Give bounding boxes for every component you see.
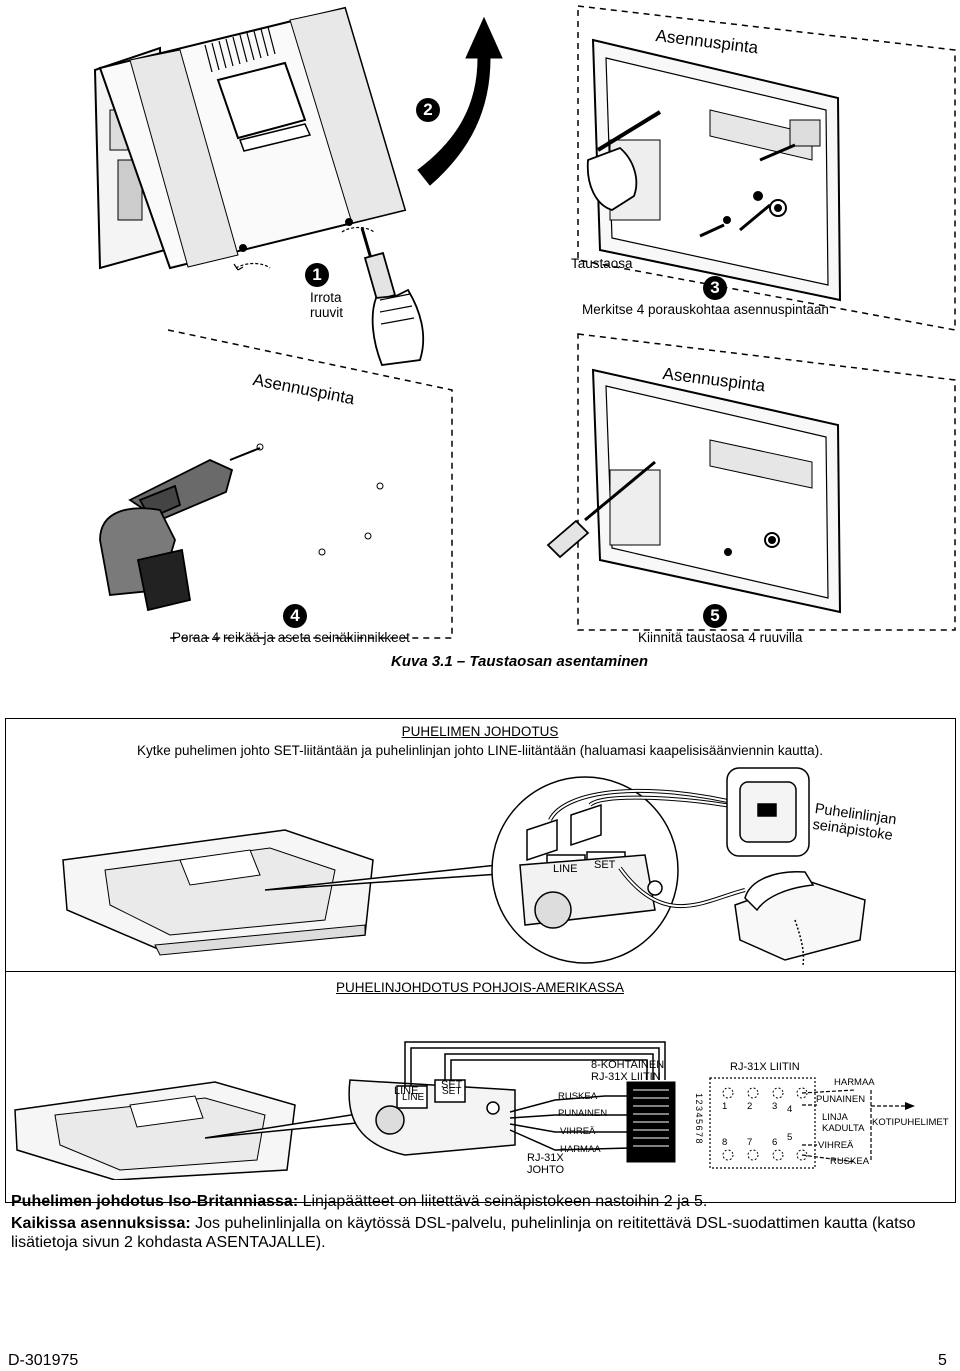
- uk-wiring-note: Puhelimen johdotus Iso-Britanniassa: Lin…: [11, 1192, 951, 1211]
- figure-artwork: [93, 5, 956, 639]
- svg-text:LINE: LINE: [402, 1092, 425, 1103]
- document-code: D-301975: [8, 1352, 79, 1369]
- na-line-label: LINE: [394, 1085, 419, 1097]
- linja-kadulta-label: LINJA KADULTA: [822, 1112, 864, 1134]
- step-3-number: 3: [703, 276, 727, 300]
- jack-pin-8: 8: [722, 1137, 728, 1148]
- right-punainen-label: PUNAINEN: [816, 1094, 866, 1105]
- dsl-note: Kaikissa asennuksissa: Jos puhelinlinjal…: [11, 1214, 951, 1252]
- page-number: 5: [938, 1352, 947, 1369]
- right-vihrea-label: VIHREÄ: [818, 1140, 854, 1151]
- dsl-note-text: Jos puhelinlinjalla on käytössä DSL-palv…: [11, 1215, 916, 1251]
- na-wiring-title: PUHELINJOHDOTUS POHJOIS-AMERIKASSA: [335, 980, 625, 995]
- wiring-instructions: Kytke puhelimen johto SET-liitäntään ja …: [137, 743, 823, 758]
- wiring-title: PUHELIMEN JOHDOTUS: [401, 724, 559, 739]
- step-3-label: Merkitse 4 porauskohtaa asennuspintaan: [582, 302, 829, 317]
- screwdriver-hand-illustration: [360, 227, 425, 366]
- back-plate-top: [591, 38, 842, 302]
- jack-pin-6: 6: [772, 1137, 778, 1148]
- plug-title: 8-KOHTAINEN RJ-31X LIITIN: [591, 1059, 664, 1083]
- rj31x-cable-label: RJ-31X JOHTO: [527, 1152, 564, 1176]
- svg-text:LINE: LINE: [553, 863, 577, 875]
- back-plate-bottom: [591, 368, 842, 614]
- right-harmaa-label: HARMAA: [834, 1077, 875, 1088]
- jack-pin-2: 2: [747, 1101, 753, 1112]
- open-arrow: [417, 16, 503, 186]
- plug-title-line2: RJ-31X LIITIN: [591, 1071, 661, 1083]
- svg-text:SET: SET: [594, 859, 616, 871]
- jack-pin-3: 3: [772, 1101, 778, 1112]
- wire-color-harmaa: HARMAA: [560, 1144, 601, 1155]
- dsl-note-heading: Kaikissa asennuksissa:: [11, 1215, 191, 1232]
- step-1-label-line2: ruuvit: [310, 305, 344, 320]
- drill-illustration: [99, 447, 261, 612]
- na-wiring-illustration: LINE SET: [14, 1041, 915, 1180]
- rj31x-cable-label-line2: JOHTO: [527, 1164, 565, 1176]
- mounting-surface-top: [577, 5, 956, 331]
- rj31x-cable-label-line1: RJ-31X: [527, 1152, 564, 1164]
- kotipuhelimet-label: KOTIPUHELIMET: [872, 1117, 949, 1128]
- step-1-number: 1: [305, 263, 329, 287]
- na-set-label: SET: [441, 1079, 463, 1091]
- wiring-box-border: [5, 718, 956, 1203]
- step-5-number: 5: [703, 604, 727, 628]
- step-5-label: Kiinnitä taustaosa 4 ruuvilla: [638, 630, 803, 645]
- drill-holes: [256, 443, 384, 556]
- jack-pin-4: 4: [787, 1104, 793, 1115]
- figure-caption: Kuva 3.1 – Taustaosan asentaminen: [391, 653, 649, 670]
- jack-pin-1: 1: [722, 1101, 728, 1112]
- mounting-surface-left: [167, 329, 453, 639]
- step-1-label-line1: Irrota: [310, 290, 342, 305]
- wire-color-punainen: PUNAINEN: [558, 1108, 608, 1119]
- svg-text:SET: SET: [442, 1086, 461, 1097]
- step-2-number: 2: [416, 98, 440, 122]
- connector-pin-numbers: 12345678: [694, 1093, 704, 1146]
- step-4-label: Poraa 4 reikää ja aseta seinäkiinnikkeet: [172, 630, 410, 645]
- step-4-number: 4: [283, 604, 307, 628]
- uk-wiring-note-text: Linjapäätteet on liitettävä seinäpistoke…: [298, 1193, 708, 1210]
- wire-color-ruskea: RUSKEA: [558, 1091, 598, 1102]
- panel-front-cover: [93, 6, 407, 270]
- jack-pin-7: 7: [747, 1137, 753, 1148]
- jack-pin-5: 5: [787, 1132, 793, 1143]
- linja-kadulta-line2: KADULTA: [822, 1123, 865, 1134]
- wire-color-vihrea: VIHREÄ: [560, 1126, 596, 1137]
- back-plate-label: Taustaosa: [571, 256, 633, 271]
- phone-wiring-illustration: LINE SET: [62, 767, 866, 966]
- rj31x-jack-title: RJ-31X LIITIN: [730, 1061, 800, 1073]
- right-ruskea-label: RUSKEA: [830, 1156, 870, 1167]
- section-divider: [5, 971, 956, 972]
- uk-wiring-note-heading: Puhelimen johdotus Iso-Britanniassa:: [11, 1193, 299, 1210]
- plug-title-line1: 8-KOHTAINEN: [591, 1059, 665, 1071]
- linja-kadulta-line1: LINJA: [822, 1112, 848, 1123]
